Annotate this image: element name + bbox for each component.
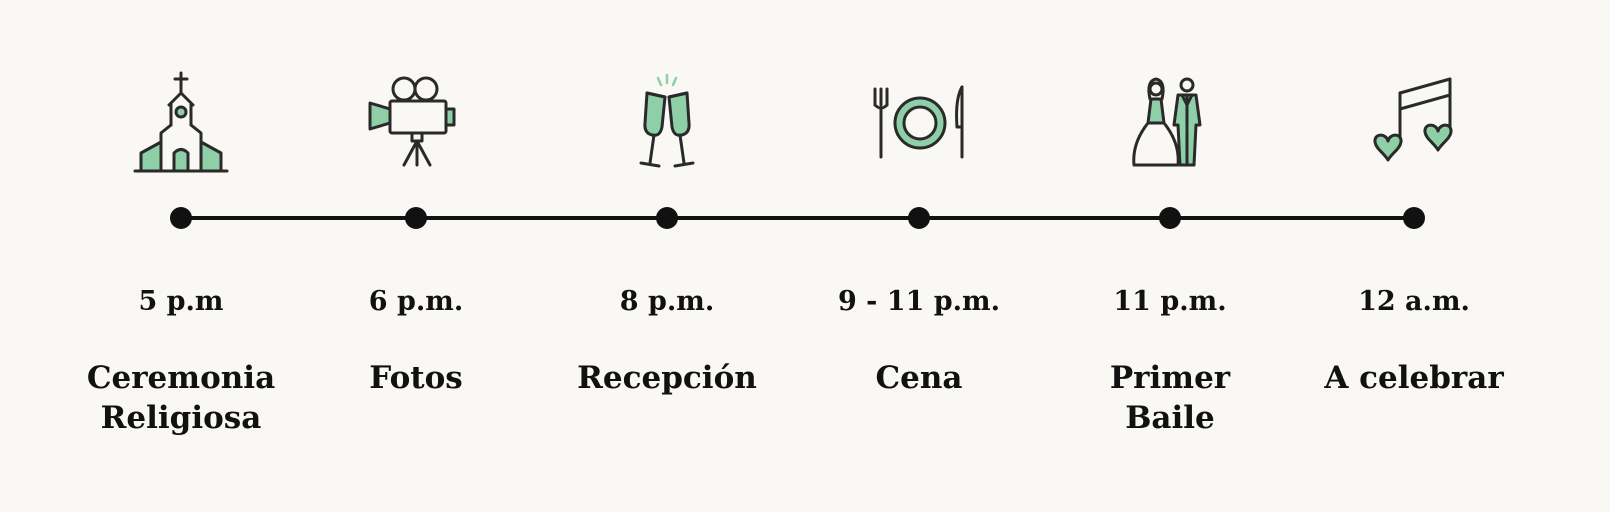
dinner-plate-icon: [869, 67, 969, 177]
timeline-dot: [908, 207, 930, 229]
event-label: Ceremonia Religiosa: [71, 358, 291, 438]
event-label: Cena: [809, 358, 1029, 398]
event-label-line: Ceremonia: [86, 360, 276, 396]
event-label: A celebrar: [1304, 358, 1524, 398]
event-label-line: Baile: [1125, 400, 1215, 436]
event-time: 5 p.m: [138, 286, 224, 317]
event-time: 6 p.m.: [368, 286, 464, 317]
event-label-line: Religiosa: [100, 400, 262, 436]
timeline-dot: [405, 207, 427, 229]
church-icon: [131, 67, 231, 177]
event-label-line: Primer: [1109, 360, 1231, 396]
event-label-line: Recepción: [577, 360, 757, 396]
event-time: 12 a.m.: [1358, 286, 1470, 317]
event-label: Fotos: [306, 358, 526, 398]
champagne-toast-icon: [617, 67, 717, 177]
event-label-line: A celebrar: [1324, 360, 1504, 396]
timeline-line: [181, 216, 1414, 220]
event-time: 9 - 11 p.m.: [837, 286, 1000, 317]
timeline-dot: [656, 207, 678, 229]
film-camera-icon: [366, 67, 466, 177]
event-label: Recepción: [557, 358, 777, 398]
timeline-dot: [170, 207, 192, 229]
timeline-dot: [1403, 207, 1425, 229]
music-note-icon: [1364, 67, 1464, 177]
event-label-line: Fotos: [369, 360, 463, 396]
bride-and-groom-icon: [1120, 67, 1220, 177]
event-time: 11 p.m.: [1113, 286, 1227, 317]
event-label-line: Cena: [875, 360, 963, 396]
timeline-dot: [1159, 207, 1181, 229]
event-time: 8 p.m.: [619, 286, 715, 317]
event-label: Primer Baile: [1060, 358, 1280, 438]
